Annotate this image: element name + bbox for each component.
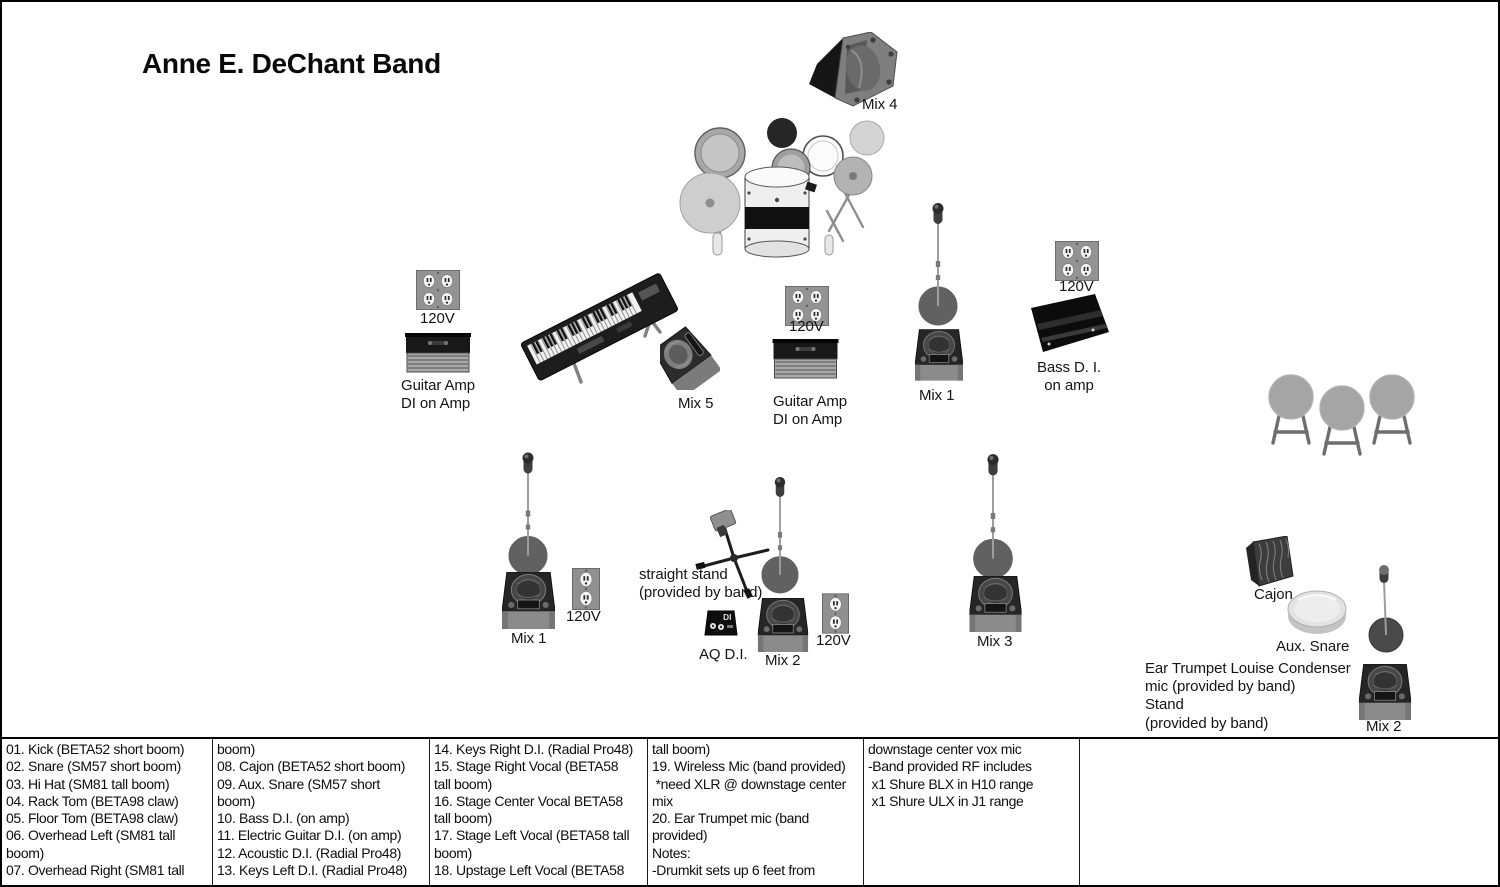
monitor-label-mix1-downstage: Mix 1 — [511, 630, 547, 647]
monitor-wedge-mix3-icon — [968, 576, 1023, 632]
power-outlet-duplex-left-icon — [572, 568, 600, 610]
power-label-downstage-left: 120V — [566, 608, 601, 625]
monitor-label-mix1-upstage: Mix 1 — [919, 387, 955, 404]
mic-stand-downstage-left-icon — [508, 444, 548, 579]
power-label-left: 120V — [420, 310, 455, 327]
input-list-cell-5: downstage center vox mic -Band provided … — [864, 739, 1080, 885]
cajon-icon — [1243, 536, 1295, 592]
mic-stand-center-icon — [761, 470, 799, 596]
cajon-label: Cajon — [1254, 586, 1293, 603]
power-label-downstage-center: 120V — [816, 632, 851, 649]
bass-di-label: Bass D. I. on amp — [1036, 359, 1102, 394]
guitar-amp-center-icon — [772, 339, 839, 380]
aux-snare-icon — [1286, 588, 1348, 638]
monitor-wedge-mix4-icon — [805, 32, 899, 114]
bass-amp-icon — [1029, 294, 1109, 358]
mic-stand-upstage-right-icon — [918, 197, 958, 327]
stool-3-icon — [1369, 374, 1415, 446]
stool-1-icon — [1268, 374, 1314, 446]
monitor-label-mix5: Mix 5 — [678, 395, 714, 412]
monitor-wedge-mix2-right-icon — [1358, 664, 1412, 720]
stool-2-icon — [1319, 385, 1365, 457]
drum-kit-icon — [677, 115, 892, 262]
guitar-amp-left-label: Guitar Amp DI on Amp — [401, 377, 476, 412]
monitor-wedge-mix5-icon — [660, 324, 720, 390]
monitor-wedge-mix1-upstage-icon — [915, 329, 963, 381]
monitor-label-mix2-center: Mix 2 — [765, 652, 801, 669]
keyboard-icon — [517, 264, 682, 389]
power-outlet-duplex-center-icon — [822, 593, 849, 634]
aux-snare-label: Aux. Snare — [1276, 638, 1350, 655]
page-title: Anne E. DeChant Band — [142, 48, 441, 79]
power-outlet-quad-left-icon — [416, 270, 460, 310]
input-list-cell-3: 14. Keys Right D.I. (Radial Pro48) 15. S… — [430, 739, 648, 885]
straight-stand-label: straight stand (provided by band) — [639, 566, 763, 601]
monitor-wedge-mix1-downstage-icon — [502, 572, 555, 629]
ear-trumpet-note: Ear Trumpet Louise Condenser mic (provid… — [1145, 660, 1351, 732]
ear-trumpet-mic-icon — [1364, 562, 1404, 654]
monitor-label-mix3: Mix 3 — [977, 633, 1013, 650]
guitar-amp-left-icon — [405, 333, 471, 374]
monitor-label-mix2-right: Mix 2 — [1366, 718, 1402, 735]
input-list-table: 01. Kick (BETA52 short boom) 02. Snare (… — [2, 737, 1498, 885]
aq-di-label: AQ D.I. — [699, 646, 748, 663]
power-outlet-quad-bass-icon — [1055, 241, 1099, 281]
straight-stand-icon — [690, 510, 774, 602]
aq-di-logo: DI — [723, 612, 732, 622]
input-list-cell-4: tall boom) 19. Wireless Mic (band provid… — [648, 739, 864, 885]
input-list-cell-2: boom) 08. Cajon (BETA52 short boom) 09. … — [213, 739, 430, 885]
input-list-cell-1: 01. Kick (BETA52 short boom) 02. Snare (… — [2, 739, 213, 885]
aq-di-box-icon: DI — [704, 608, 738, 638]
monitor-label-mix4: Mix 4 — [862, 96, 898, 113]
stage-area: Anne E. DeChant Band Mix 4 — [2, 2, 1498, 737]
power-label-center: 120V — [789, 318, 824, 335]
mic-stand-downstage-right-icon — [972, 448, 1014, 580]
power-label-bass: 120V — [1059, 278, 1094, 295]
guitar-amp-center-label: Guitar Amp DI on Amp — [773, 393, 848, 428]
input-list-cell-6 — [1080, 739, 1498, 885]
monitor-wedge-mix2-center-icon — [756, 598, 810, 652]
